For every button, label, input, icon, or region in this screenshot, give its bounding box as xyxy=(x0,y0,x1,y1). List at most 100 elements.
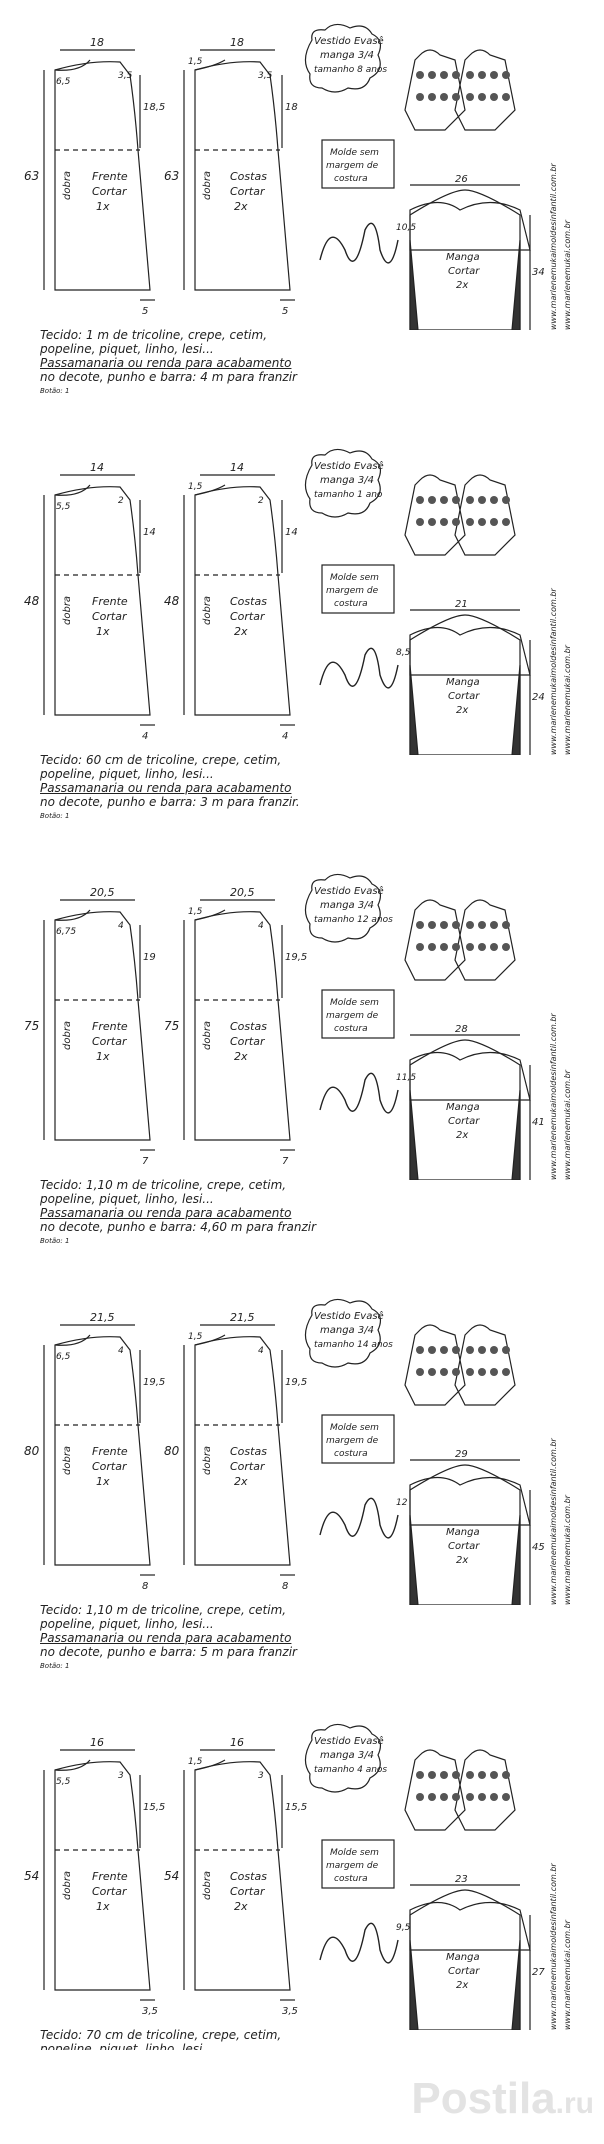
mold-line-3: costura xyxy=(334,1449,368,1459)
sleeve-right-hatch xyxy=(511,239,521,330)
dress-flower-icon xyxy=(490,1793,498,1801)
sleeve-left-hatch xyxy=(409,664,419,755)
dress-flower-icon xyxy=(466,921,474,929)
back-piece-outline xyxy=(194,1761,291,1991)
back-neck-label: 1,5 xyxy=(188,482,203,492)
back-width-label: 18 xyxy=(230,36,244,49)
back-neck-label: 1,5 xyxy=(188,1757,203,1767)
front-shoulder-label: 2 xyxy=(118,496,124,506)
dress-flower-icon xyxy=(466,1793,474,1801)
front-length-label: 63 xyxy=(24,169,39,183)
front-piece-outline xyxy=(54,61,151,291)
back-hem-label: 3,5 xyxy=(282,2006,298,2017)
url-line-1: www.marlenemukaimoldesinfantil.com.br xyxy=(549,163,558,330)
mold-line-2: margem de xyxy=(326,586,379,596)
front-length-label: 80 xyxy=(24,1444,40,1458)
fabric-line: Tecido: 60 cm de tricoline, crepe, cetim… xyxy=(40,753,282,767)
dress-sketch-front xyxy=(404,474,466,556)
sleeve-body xyxy=(409,614,521,755)
back-armhole-label: 19,5 xyxy=(285,1377,307,1388)
sleeve-cap-label: 10,5 xyxy=(396,223,416,233)
front-length-label: 48 xyxy=(24,594,40,608)
title-line-3: tamanho 14 anos xyxy=(314,1340,393,1350)
signature xyxy=(319,1922,399,1964)
back-label: Costas xyxy=(230,1870,267,1883)
mold-line-1: Molde sem xyxy=(330,1848,379,1858)
dress-flower-icon xyxy=(490,71,498,79)
dress-flower-icon xyxy=(452,1346,460,1354)
front-fold-label: dobra xyxy=(62,596,73,625)
back-piece-outline xyxy=(194,61,291,291)
buttons-line: Botão: 1 xyxy=(40,1237,70,1245)
sleeve-cut-label: Cortar xyxy=(448,266,480,277)
sleeve-count-label: 2x xyxy=(456,1980,468,1991)
dress-flower-icon xyxy=(478,1793,486,1801)
back-length-label: 80 xyxy=(164,1444,180,1458)
sleeve-count-label: 2x xyxy=(456,1555,468,1566)
mold-line-3: costura xyxy=(334,174,368,184)
back-fold-label: dobra xyxy=(202,1871,213,1900)
dress-flower-icon xyxy=(440,1771,448,1779)
dress-flower-icon xyxy=(440,93,448,101)
sleeve-label: Manga xyxy=(446,1952,480,1963)
sleeve-body xyxy=(409,1464,521,1605)
dress-flower-icon xyxy=(490,943,498,951)
mold-line-3: costura xyxy=(334,599,368,609)
back-neckline xyxy=(194,59,226,71)
back-cut-label: Cortar xyxy=(230,1035,266,1048)
front-hem-label: 3,5 xyxy=(142,2006,158,2017)
dress-flower-icon xyxy=(440,71,448,79)
front-piece-outline xyxy=(54,1761,151,1991)
front-length-label: 54 xyxy=(24,1869,39,1883)
dress-flower-icon xyxy=(416,921,424,929)
pattern-drawing: 21,56,519,5480821,51,519,54808FrenteCort… xyxy=(24,1298,572,1605)
front-side-label: 5,5 xyxy=(56,1777,71,1787)
front-label: Frente xyxy=(92,170,128,183)
sleeve-width-label: 23 xyxy=(455,1874,468,1885)
front-length-label: 75 xyxy=(24,1019,39,1033)
sleeve-body xyxy=(409,1889,521,2030)
front-side-label: 6,75 xyxy=(56,927,76,937)
title-line-1: Vestido Evasê xyxy=(314,460,384,472)
back-neck-label: 1,5 xyxy=(188,907,203,917)
title-line-1: Vestido Evasê xyxy=(314,1310,384,1322)
front-armhole-label: 15,5 xyxy=(143,1802,165,1813)
front-shoulder-label: 3 xyxy=(118,1771,124,1781)
front-hem-label: 8 xyxy=(142,1581,148,1592)
fabric-line-2: popeline, piquet, linho, lesi... xyxy=(40,1192,214,1206)
dress-flower-icon xyxy=(452,496,460,504)
front-armhole-label: 18,5 xyxy=(143,102,165,113)
site-logo[interactable]: Postila.ru xyxy=(411,2074,594,2124)
back-cut-label: Cortar xyxy=(230,185,266,198)
front-width-label: 18 xyxy=(90,36,104,49)
dress-flower-icon xyxy=(490,1368,498,1376)
back-fold-label: dobra xyxy=(202,1446,213,1475)
dress-flower-icon xyxy=(440,921,448,929)
dress-flower-icon xyxy=(416,71,424,79)
dress-sketch-front xyxy=(404,899,466,981)
dress-flower-icon xyxy=(490,921,498,929)
front-hem-label: 4 xyxy=(142,731,148,742)
buttons-line: Botão: 1 xyxy=(40,387,70,395)
dress-flower-icon xyxy=(440,518,448,526)
front-armhole-label: 14 xyxy=(143,527,156,538)
dress-flower-icon xyxy=(440,1346,448,1354)
back-neckline xyxy=(194,484,226,496)
sleeve-right-hatch xyxy=(511,1514,521,1605)
front-neckline xyxy=(54,1334,91,1346)
front-count-label: 1x xyxy=(96,1050,110,1063)
dress-flower-icon xyxy=(416,1771,424,1779)
sleeve-length-label: 41 xyxy=(532,1117,545,1128)
fabric-line: Tecido: 1,10 m de tricoline, crepe, ceti… xyxy=(40,1178,287,1192)
fabric-line-2: popeline, piquet, linho, lesi... xyxy=(40,1617,214,1631)
mold-line-1: Molde sem xyxy=(330,573,379,583)
front-width-label: 20,5 xyxy=(90,886,115,899)
sleeve-width-label: 26 xyxy=(455,174,468,185)
sleeve-outline xyxy=(409,1051,531,1101)
front-cut-label: Cortar xyxy=(92,1885,128,1898)
dress-flower-icon xyxy=(478,71,486,79)
dress-flower-icon xyxy=(466,943,474,951)
dress-flower-icon xyxy=(416,93,424,101)
back-width-label: 16 xyxy=(230,1736,244,1749)
sleeve-outline xyxy=(409,626,531,676)
